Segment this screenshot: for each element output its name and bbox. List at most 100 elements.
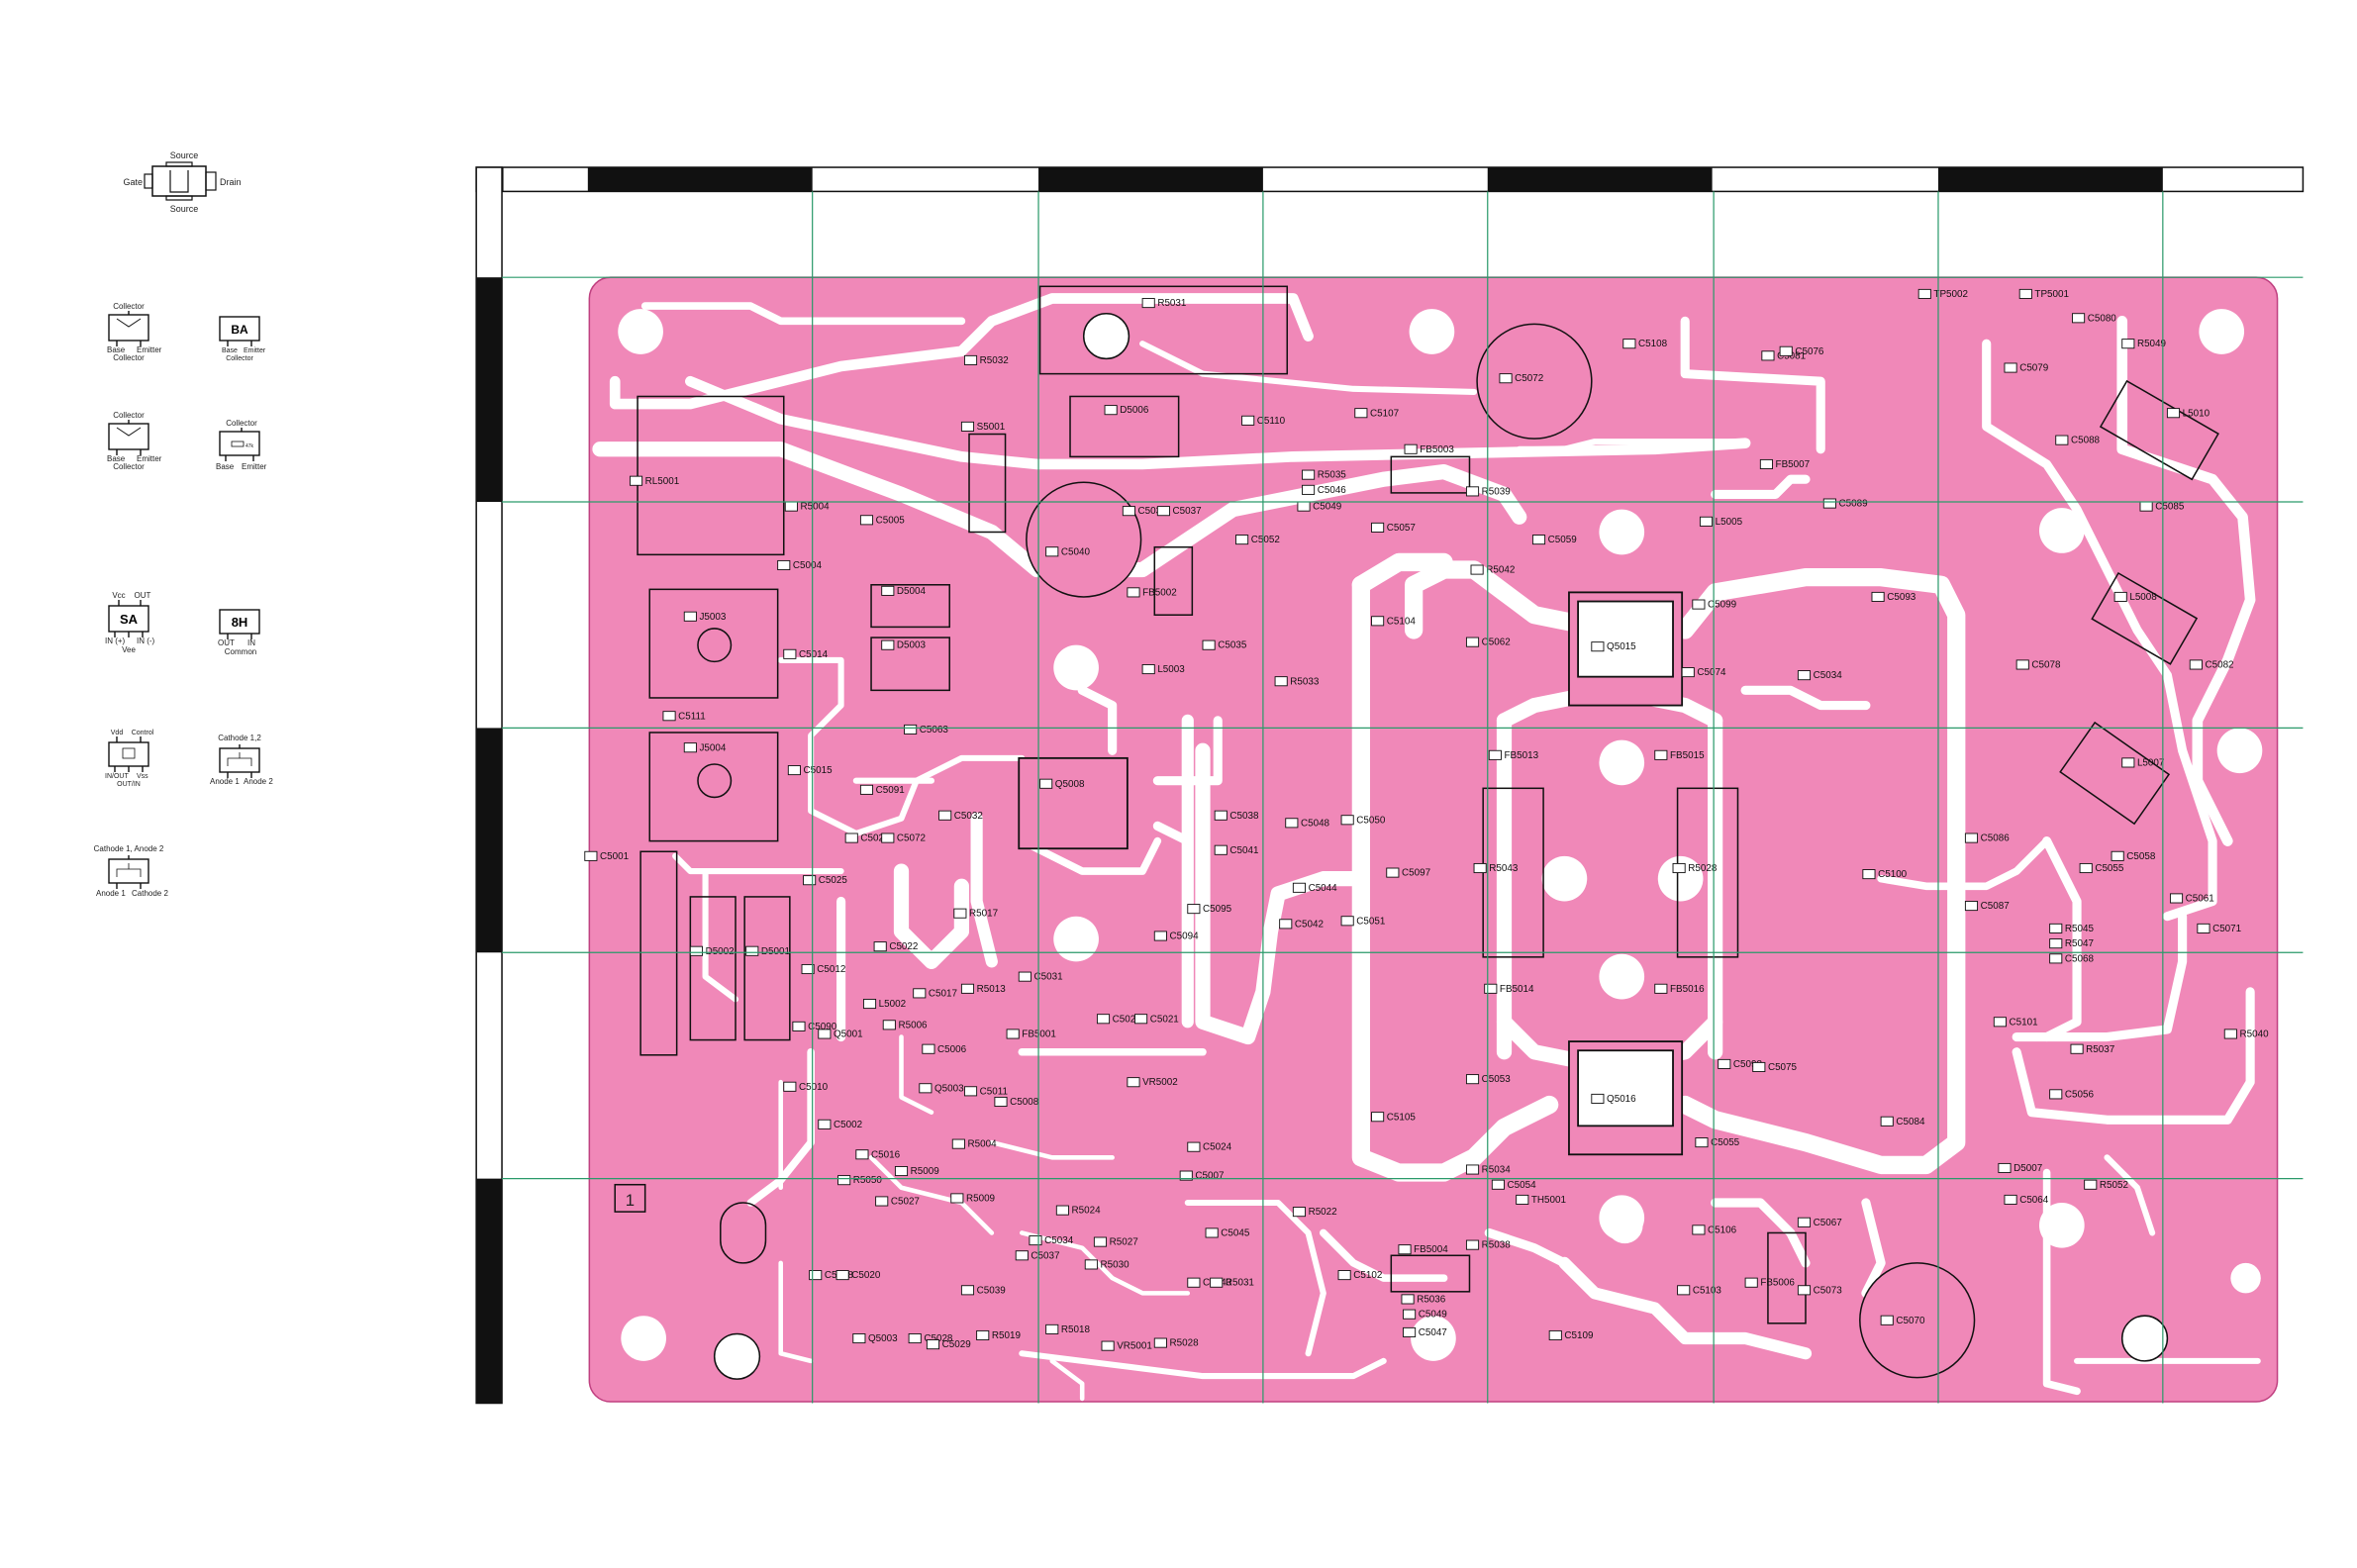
smd-pad [2004,1194,2017,1205]
smd-pad [1371,522,1385,533]
component-designator: C5022 [889,941,918,952]
smd-pad [852,1333,866,1344]
smd-pad [683,742,697,753]
trans1-collector-top-label: Collector [113,302,145,311]
smd-pad [1210,1277,1224,1288]
smd-pad [1488,749,1502,760]
smd-pad [803,875,817,886]
smd-pad [792,1021,806,1031]
smd-pad [1622,339,1636,349]
component-designator: FB5004 [1414,1244,1448,1255]
smd-pad [2084,1179,2098,1190]
component-designator: C5025 [819,875,848,886]
smd-pad [994,1096,1008,1108]
component-designator: C5080 [2088,313,2117,324]
component-designator: C5099 [1708,600,1737,611]
smd-pad [2049,923,2063,933]
smd-pad [1465,1239,1480,1250]
component-designator: C5050 [1356,815,1386,826]
ba-marking: BA [231,323,248,337]
sa-vee-label: Vee [122,645,136,654]
smd-pad [1822,498,1836,509]
component-designator: L5003 [1157,664,1185,675]
frame-ruler-left [475,166,503,1405]
component-designator: S5001 [977,422,1006,433]
reg-inout-label: IN/OUT [105,773,129,780]
smd-pad [1491,1179,1505,1190]
smd-pad [1797,1285,1812,1296]
component-designator: TH5001 [1531,1195,1567,1206]
transistor-sot23-symbol: Collector Base Emitter Collector [107,302,162,362]
component-designator: R5027 [1110,1237,1138,1248]
smd-pad [1104,405,1118,416]
smd-pad [1297,501,1311,512]
component-designator: R5006 [898,1020,928,1030]
smd-pad [2166,408,2181,419]
smd-pad [922,1043,935,1054]
digi-base-label: Base [216,462,235,471]
dual-diode-series-symbol: Cathode 1, Anode 2 Anode 1 Cathode 2 [94,844,169,898]
component-designator: L5005 [1716,517,1743,528]
smd-pad [1531,535,1546,545]
component-designator: L5008 [2129,592,2157,603]
component-designator: C5086 [1981,833,2011,844]
component-designator: D5003 [897,640,927,651]
smd-pad [938,810,952,821]
smd-pad [913,988,927,999]
smd-pad [2223,1029,2237,1039]
cathan-top-label: Cathode 1, Anode 2 [94,844,164,853]
smd-pad [2049,938,2063,949]
component-designator: C5067 [1814,1218,1842,1228]
component-designator: C5052 [1251,535,1280,545]
cath12-anode2-label: Anode 2 [244,777,273,786]
fet-drain-label: Drain [220,177,242,187]
component-designator: C5057 [1387,523,1416,534]
component-designator: C5002 [834,1120,862,1130]
component-designator: C5034 [1044,1235,1074,1246]
smd-pad [787,765,801,776]
cath12-anode1-label: Anode 1 [210,777,240,786]
component-designator: C5079 [2019,363,2049,374]
component-designator: R5040 [2239,1029,2269,1040]
component-designator: C5081 [1777,350,1807,361]
component-designator: C5031 [1033,972,1063,983]
smd-pad [950,1193,964,1204]
smd-pad [2004,362,2017,373]
component-designator: FB5002 [1142,587,1177,598]
component-designator: D5006 [1120,405,1149,416]
large-components [689,285,2219,1324]
component-designator: C5084 [1896,1117,1925,1127]
smd-pad [1752,1061,1766,1072]
trans1-emitter-label: Emitter [137,345,162,354]
connectors [637,395,1007,1056]
component-designator: Q5003 [934,1083,964,1094]
pcb-mounting-holes [618,309,2263,1361]
8h-in-label: IN [247,638,255,647]
smd-pad [1548,1329,1562,1341]
smd-pad [1917,288,1931,299]
component-designator: C5110 [1257,416,1286,427]
smd-pad [1465,1074,1480,1085]
smd-pad [2055,435,2069,445]
board-corner-mark: 1 [614,1183,646,1213]
component-designator: C5015 [804,765,834,776]
component-designator: R5018 [1061,1324,1091,1335]
component-designator: C5007 [1195,1171,1224,1182]
trans2-base-label: Base [107,454,126,463]
smd-pad [1473,862,1487,874]
component-designator: R5019 [992,1330,1022,1341]
component-designator: R5022 [1309,1207,1337,1218]
smd-pad [1797,1217,1812,1227]
component-designator: C5059 [1548,535,1578,545]
smd-pad [976,1329,990,1341]
component-designator: C5076 [1795,346,1824,357]
component-designator: C5072 [897,833,926,844]
component-designator: C5064 [2019,1195,2049,1206]
8h-package-symbol: 8H OUT IN Common [218,609,260,656]
component-designator: Q5001 [834,1029,863,1040]
component-designator: C5055 [1711,1137,1740,1148]
smd-pad [873,941,887,952]
smd-pad [2121,339,2135,349]
smd-pad [1695,1137,1709,1148]
component-designator: D5004 [897,586,927,597]
